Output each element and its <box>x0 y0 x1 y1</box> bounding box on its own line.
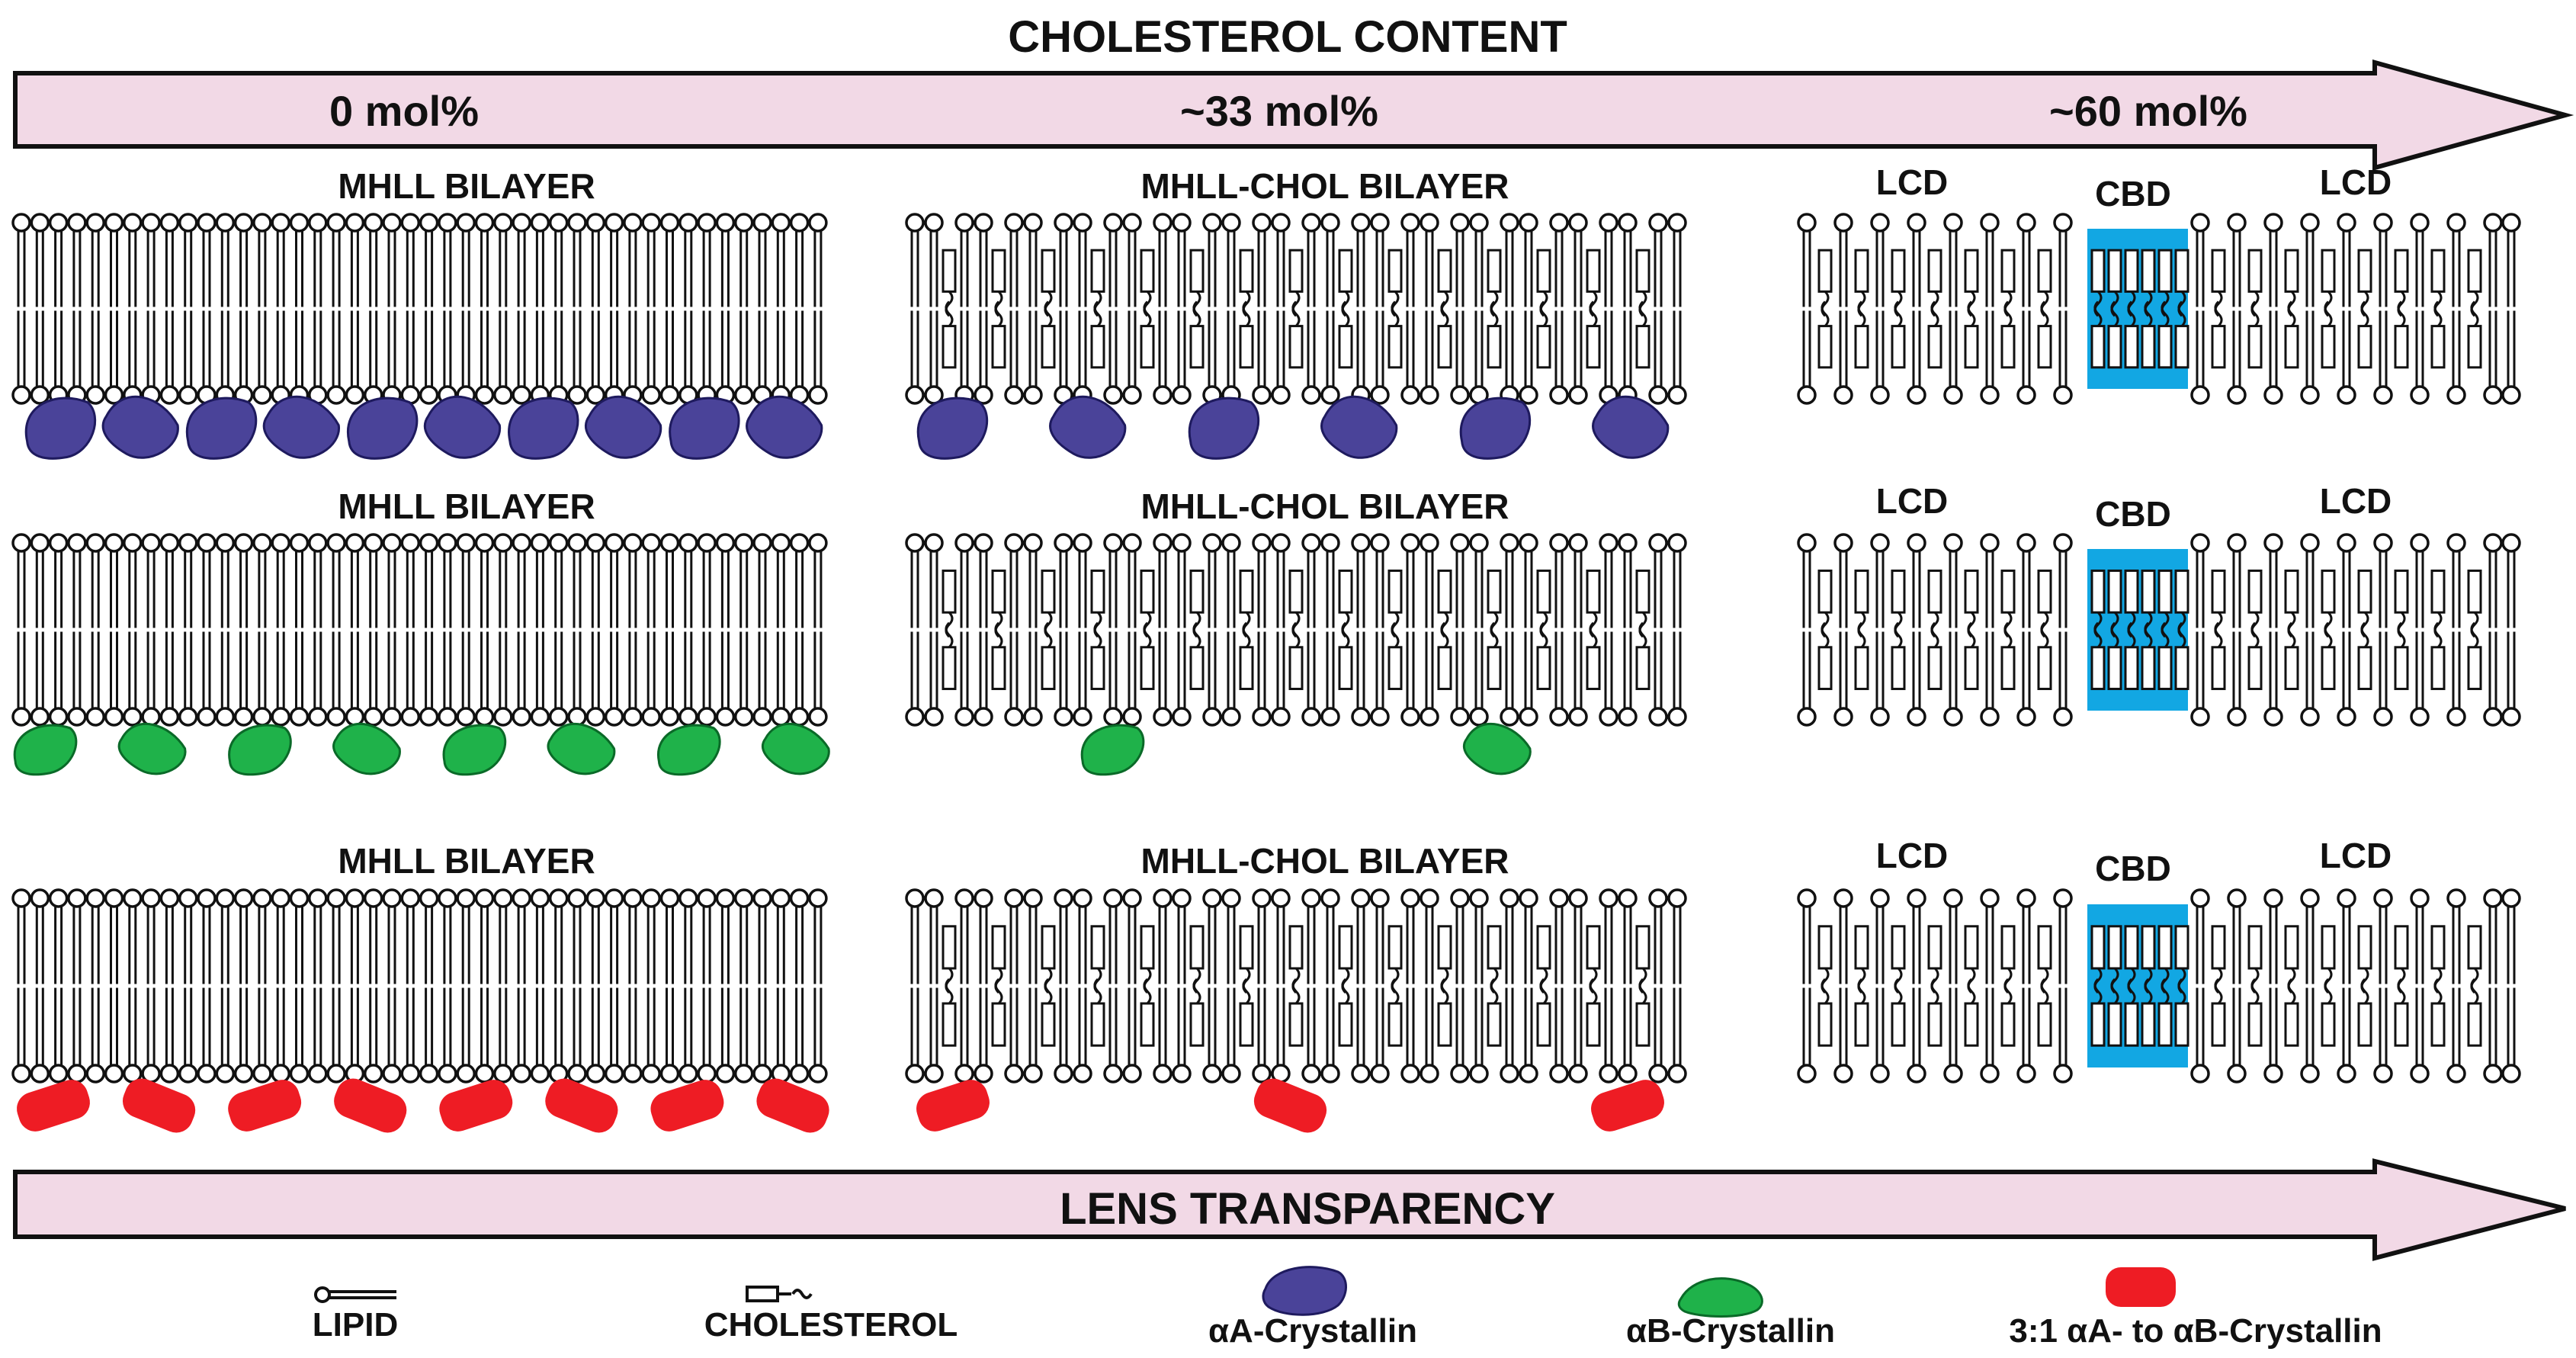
mix-legend-label: 3:1 αA- to αB-Crystallin <box>2009 1312 2382 1350</box>
crystallin-blob <box>1080 724 1145 776</box>
chol-label-row3: MHLL-CHOL BILAYER <box>1141 841 1509 881</box>
stop-label-33: ~33 mol% <box>1180 87 1378 135</box>
crystallin-blob <box>1253 1078 1327 1133</box>
crystallin-blob <box>1320 395 1398 459</box>
crystallin-blob <box>423 395 501 459</box>
crystallin-blob <box>262 395 340 459</box>
crystallin-blob <box>17 1080 90 1132</box>
crystallin-blob <box>13 724 78 776</box>
crystallin-blob <box>650 1080 724 1132</box>
crystallin-proteins <box>13 395 1670 1133</box>
cholesterol-content-arrow: CHOLESTEROL CONTENT 0 mol% ~33 mol% ~60 … <box>13 12 2574 171</box>
lens-transparency-label: LENS TRANSPARENCY <box>1060 1184 1555 1234</box>
lcd-right-label-row3: LCD <box>2320 836 2392 875</box>
alpha-b-legend-icon <box>1677 1277 1763 1318</box>
crystallin-blob <box>334 1078 407 1133</box>
cholesterol-content-title: CHOLESTEROL CONTENT <box>1008 12 1567 62</box>
lipid-legend-label: LIPID <box>313 1306 398 1344</box>
alpha-a-legend-icon <box>1262 1266 1347 1316</box>
crystallin-blob <box>442 724 507 776</box>
crystallin-blob <box>547 722 616 775</box>
crystallin-blob <box>585 395 662 459</box>
crystallin-blob <box>669 396 740 460</box>
mhll-chol-bilayer-row3 <box>905 888 1687 1084</box>
lcd-left-label-row2: LCD <box>1876 481 1949 521</box>
cholesterol-arrow-shape <box>13 59 2574 171</box>
lens-transparency-arrow: LENS TRANSPARENCY <box>13 1158 2566 1261</box>
high-chol-bilayer-row1 <box>1797 213 2521 405</box>
crystallin-blob <box>545 1078 618 1133</box>
crystallin-blob <box>1591 1080 1664 1132</box>
cbd-label-row1: CBD <box>2095 174 2171 213</box>
crystallin-blob <box>1459 396 1531 460</box>
crystallin-blob <box>185 396 258 460</box>
crystallin-blob <box>101 395 179 459</box>
alpha-b-proteins-chol <box>1080 722 1532 776</box>
crystallin-blob <box>1592 395 1670 459</box>
alpha-b-legend-label: αB-Crystallin <box>1626 1312 1835 1350</box>
lcd-right-label-row2: LCD <box>2320 481 2392 521</box>
mhll-bilayer-row2 <box>11 533 828 727</box>
crystallin-blob <box>228 724 292 776</box>
lens-arrow-shape <box>13 1158 2566 1261</box>
crystallin-blob <box>916 1080 990 1132</box>
cholesterol-legend-label: CHOLESTEROL <box>704 1306 958 1344</box>
chol-label-row1: MHLL-CHOL BILAYER <box>1141 166 1509 206</box>
cbd-label-row2: CBD <box>2095 494 2171 534</box>
crystallin-blob <box>24 396 96 460</box>
crystallin-blob <box>117 722 187 775</box>
crystallin-blob <box>332 722 401 775</box>
crystallin-blob <box>508 396 579 460</box>
stop-label-60: ~60 mol% <box>2049 87 2247 135</box>
stop-label-0: 0 mol% <box>329 87 479 135</box>
alpha-b-proteins-mhll <box>13 722 830 776</box>
crystallin-blob <box>228 1080 302 1132</box>
mix-proteins-mhll <box>17 1078 829 1133</box>
crystallin-blob <box>656 724 721 776</box>
membrane-panels <box>11 213 2521 1084</box>
crystallin-blob <box>1049 395 1127 459</box>
lcd-left-label-row3: LCD <box>1876 836 1949 875</box>
legend: LIPID CHOLESTEROL αA-Crystallin αB-Cryst… <box>313 1266 2382 1350</box>
chol-label-row2: MHLL-CHOL BILAYER <box>1141 486 1509 526</box>
cholesterol-legend-icon <box>746 1286 813 1302</box>
panel-labels: MHLL BILAYER MHLL-CHOL BILAYER LCD CBD L… <box>338 162 2392 888</box>
mhll-label-row2: MHLL BILAYER <box>338 486 595 526</box>
mhll-chol-bilayer-row1 <box>905 213 1687 405</box>
mhll-bilayer-row3 <box>11 888 828 1084</box>
crystallin-blob <box>439 1080 513 1132</box>
high-chol-bilayer-row2 <box>1797 533 2521 727</box>
lcd-right-label-row1: LCD <box>2320 162 2392 202</box>
crystallin-blob <box>346 396 419 460</box>
crystallin-blob <box>1462 722 1532 775</box>
mhll-chol-bilayer-row2 <box>905 533 1687 727</box>
lcd-left-label-row1: LCD <box>1876 162 1949 202</box>
crystallin-blob <box>916 396 988 460</box>
crystallin-blob <box>761 722 830 775</box>
mix-proteins-chol <box>916 1078 1664 1133</box>
mhll-label-row1: MHLL BILAYER <box>338 166 595 206</box>
mhll-label-row3: MHLL BILAYER <box>338 841 595 881</box>
cbd-label-row3: CBD <box>2095 849 2171 888</box>
alpha-a-proteins-mhll <box>24 395 823 460</box>
crystallin-blob <box>122 1078 196 1133</box>
lipid-legend-icon <box>314 1286 396 1303</box>
alpha-a-legend-label: αA-Crystallin <box>1208 1312 1417 1350</box>
crystallin-blob <box>1188 396 1259 460</box>
crystallin-blob <box>746 395 823 459</box>
mix-legend-icon <box>2106 1267 2176 1307</box>
high-chol-bilayer-row3 <box>1797 888 2521 1084</box>
crystallin-blob <box>756 1078 829 1133</box>
alpha-a-proteins-chol <box>916 395 1670 460</box>
